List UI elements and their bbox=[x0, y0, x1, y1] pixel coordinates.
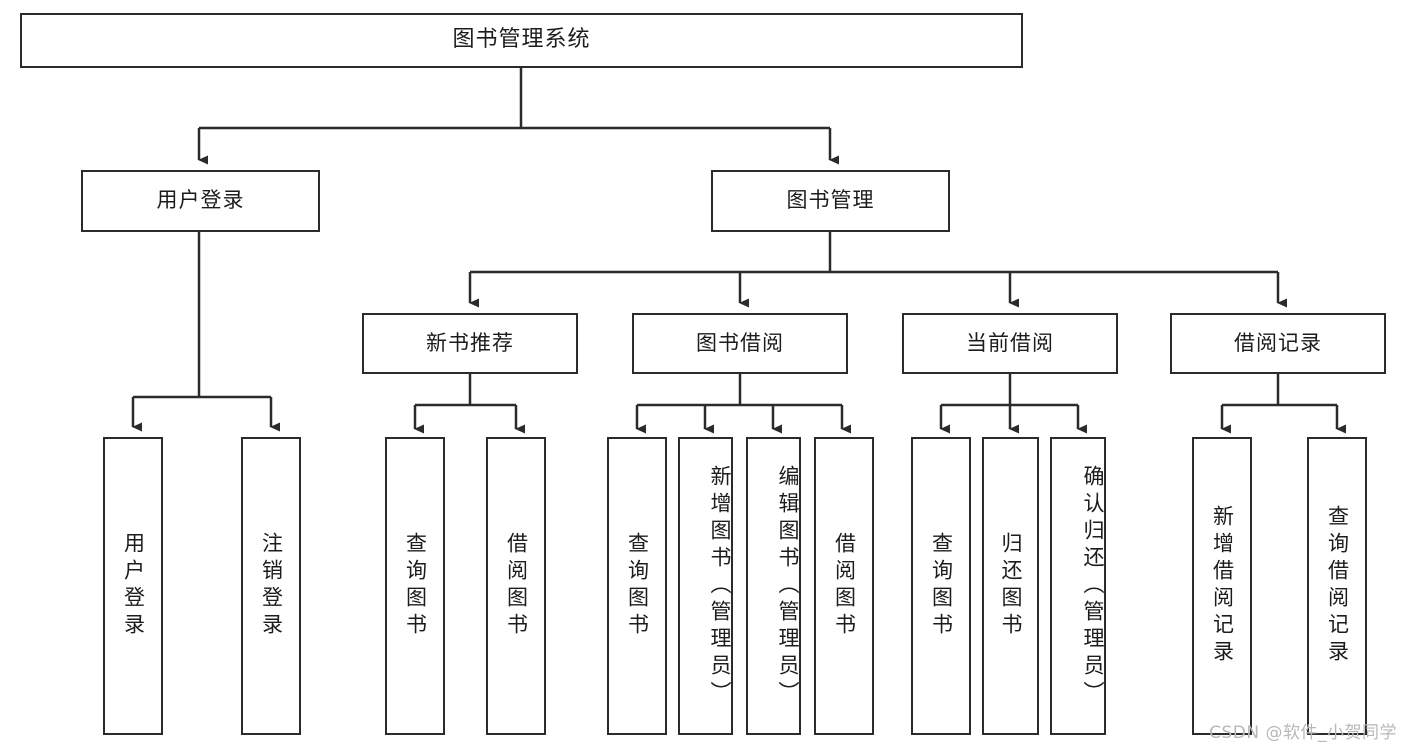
node-label: 借阅图书 bbox=[504, 532, 529, 640]
node-label: 图书管理系统 bbox=[452, 27, 591, 53]
leaf-logout[interactable]: 注销登录 bbox=[241, 437, 301, 735]
csdn-watermark: CSDN @软件_小贺同学 bbox=[1209, 723, 1397, 743]
node-label: 编辑图书（管理员） bbox=[776, 464, 800, 708]
node-label: 借阅图书 bbox=[832, 532, 857, 640]
node-label: 查询图书 bbox=[403, 532, 428, 640]
node-book-management[interactable]: 图书管理 bbox=[711, 170, 950, 232]
node-label: 当前借阅 bbox=[966, 330, 1054, 355]
leaf-add-borrow-record[interactable]: 新增借阅记录 bbox=[1192, 437, 1252, 735]
node-label: 查询图书 bbox=[625, 532, 650, 640]
leaf-return-book[interactable]: 归还图书 bbox=[982, 437, 1039, 735]
node-label: 新增借阅记录 bbox=[1210, 505, 1235, 667]
node-new-book-recommend[interactable]: 新书推荐 bbox=[362, 313, 578, 374]
node-label: 新书推荐 bbox=[426, 330, 514, 355]
node-borrow-records[interactable]: 借阅记录 bbox=[1170, 313, 1386, 374]
node-label: 图书管理 bbox=[786, 188, 875, 213]
node-label: 查询借阅记录 bbox=[1325, 505, 1350, 667]
node-root-book-management-system[interactable]: 图书管理系统 bbox=[20, 13, 1023, 68]
node-label: 借阅记录 bbox=[1234, 330, 1322, 355]
leaf-query-book-recommend[interactable]: 查询图书 bbox=[385, 437, 445, 735]
node-label: 查询图书 bbox=[929, 532, 954, 640]
leaf-user-login[interactable]: 用户登录 bbox=[103, 437, 163, 735]
leaf-confirm-return-admin[interactable]: 确认归还（管理员） bbox=[1050, 437, 1106, 735]
node-label: 用户登录 bbox=[121, 532, 146, 640]
node-current-borrow[interactable]: 当前借阅 bbox=[902, 313, 1118, 374]
leaf-edit-book-admin[interactable]: 编辑图书（管理员） bbox=[746, 437, 801, 735]
leaf-borrow-book-recommend[interactable]: 借阅图书 bbox=[486, 437, 546, 735]
leaf-add-book-admin[interactable]: 新增图书（管理员） bbox=[678, 437, 733, 735]
leaf-query-book-current[interactable]: 查询图书 bbox=[911, 437, 971, 735]
node-label: 用户登录 bbox=[156, 188, 245, 213]
node-label: 新增图书（管理员） bbox=[708, 464, 732, 708]
node-book-borrow[interactable]: 图书借阅 bbox=[632, 313, 848, 374]
leaf-borrow-book[interactable]: 借阅图书 bbox=[814, 437, 874, 735]
leaf-query-borrow-record[interactable]: 查询借阅记录 bbox=[1307, 437, 1367, 735]
node-label: 归还图书 bbox=[999, 532, 1024, 640]
leaf-query-book-borrow[interactable]: 查询图书 bbox=[607, 437, 667, 735]
node-user-login[interactable]: 用户登录 bbox=[81, 170, 320, 232]
node-label: 图书借阅 bbox=[696, 330, 784, 355]
node-label: 确认归还（管理员） bbox=[1081, 464, 1105, 708]
node-label: 注销登录 bbox=[259, 532, 284, 640]
